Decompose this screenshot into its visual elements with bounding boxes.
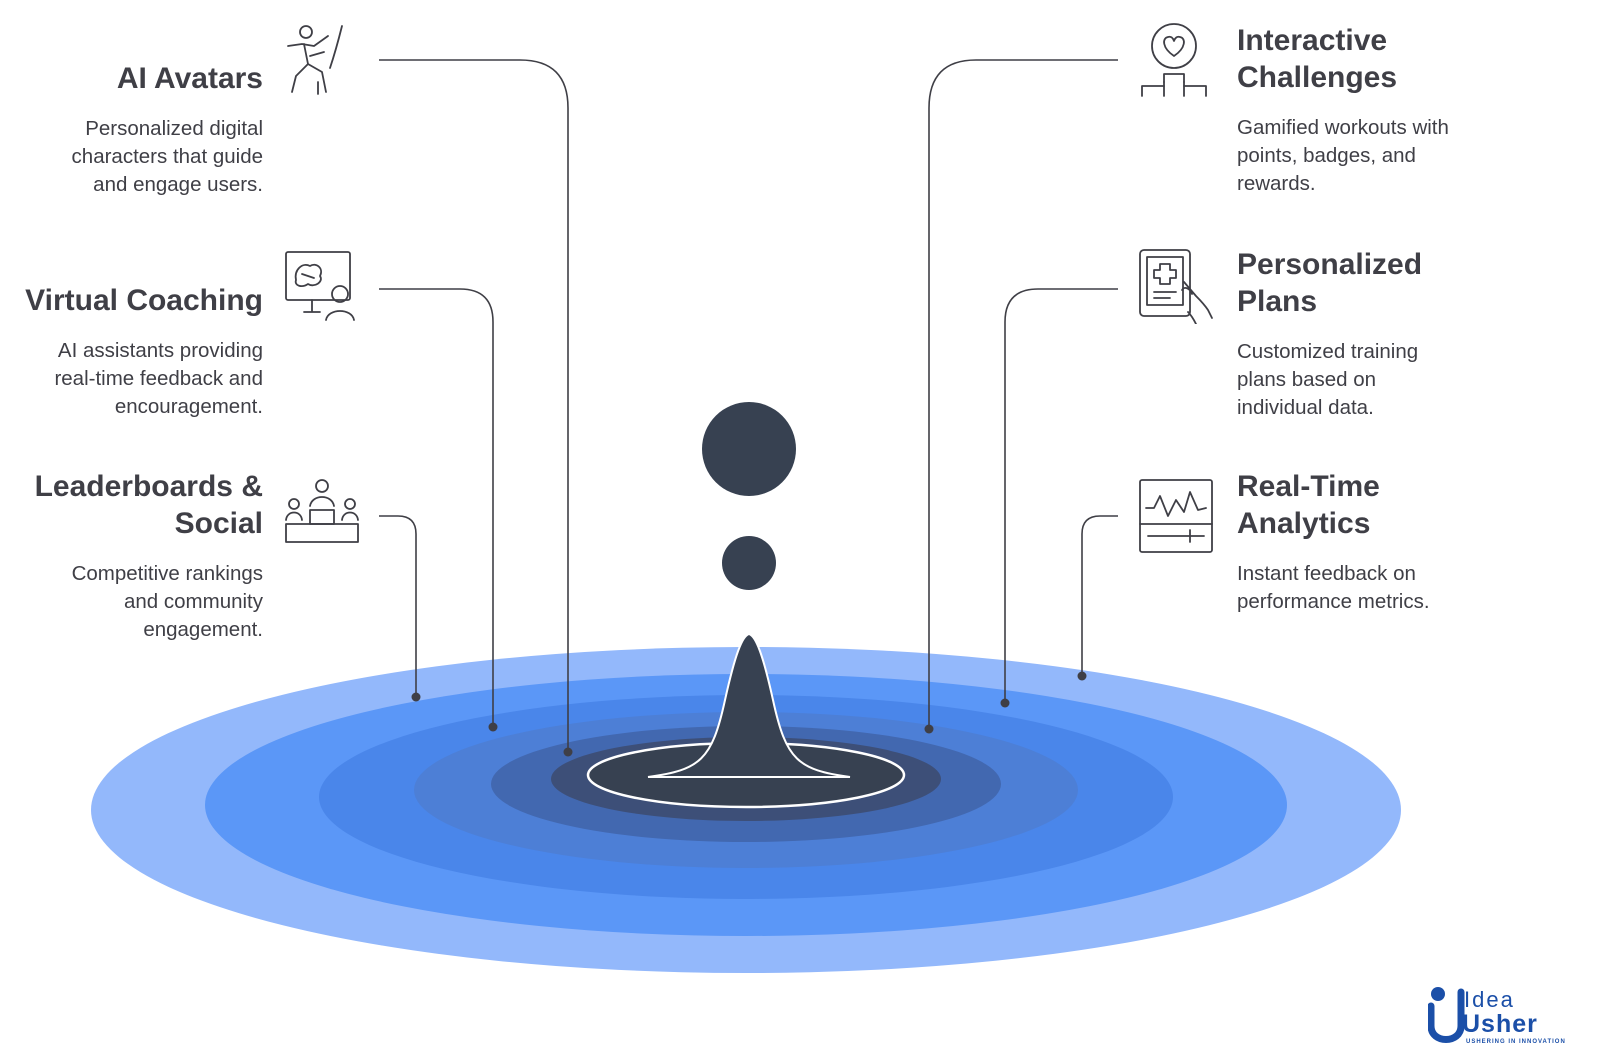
logo-dot (1431, 987, 1445, 1001)
item-description: Personalized digital characters that gui… (71, 117, 263, 196)
item-title: Interactive Challenges (1237, 24, 1398, 94)
item-title: Leaderboards & Social (34, 470, 263, 540)
item-title: Real-Time Analytics (1237, 470, 1380, 540)
analytics-monitor-icon (1138, 478, 1214, 554)
medical-tablet-icon (1138, 248, 1214, 324)
logo-usher-text: Usher (1462, 1010, 1538, 1038)
connector-dot-real-time-analytics (1077, 671, 1087, 681)
avatar-figure-icon (284, 22, 360, 98)
item-description: Instant feedback on performance metrics. (1237, 562, 1430, 613)
ripple-rings (91, 647, 1401, 973)
connector-personalized-plans (1004, 288, 1118, 703)
item-personalized-plans: Personalized Plans Customized training p… (1237, 246, 1497, 422)
connector-leaderboards (379, 515, 417, 697)
item-real-time-analytics: Real-Time Analytics Instant feedback on … (1237, 468, 1497, 616)
coach-screen-icon (284, 250, 360, 326)
connector-ai-avatars (379, 59, 569, 752)
item-title: Personalized Plans (1237, 248, 1423, 318)
connector-dot-leaderboards (411, 692, 421, 702)
podium-people-icon (284, 478, 360, 554)
item-description: Competitive rankings and community engag… (71, 562, 263, 641)
connector-dot-interactive-challenges (924, 724, 934, 734)
heart-podium-icon (1140, 22, 1216, 98)
logo-u-mark (1428, 988, 1465, 1043)
connector-dot-personalized-plans (1000, 698, 1010, 708)
drop-small (722, 536, 776, 590)
connector-real-time-analytics (1081, 515, 1118, 676)
item-description: Gamified workouts with points, badges, a… (1237, 116, 1449, 195)
logo-tagline: USHERING IN INNOVATION (1466, 1039, 1566, 1045)
item-ai-avatars: AI Avatars Personalized digital characte… (3, 60, 263, 199)
connector-virtual-coaching (379, 288, 494, 727)
splash-peak (647, 632, 851, 778)
item-title: Virtual Coaching (25, 284, 263, 317)
logo-idea-text: Idea (1464, 987, 1515, 1012)
idea-usher-logo (1428, 987, 1465, 1043)
item-description: AI assistants providing real-time feedba… (54, 339, 263, 418)
item-leaderboards-social: Leaderboards & Social Competitive rankin… (3, 468, 263, 644)
item-virtual-coaching: Virtual Coaching AI assistants providing… (3, 282, 263, 421)
connector-dot-virtual-coaching (488, 722, 498, 732)
connector-dots (411, 671, 1087, 757)
item-description: Customized training plans based on indiv… (1237, 340, 1419, 419)
connector-interactive-challenges (928, 59, 1118, 729)
connector-lines (379, 59, 1118, 752)
item-title: AI Avatars (116, 62, 263, 95)
drop-large (702, 402, 796, 496)
connector-dot-ai-avatars (563, 747, 573, 757)
item-interactive-challenges: Interactive Challenges Gamified workouts… (1237, 22, 1497, 198)
